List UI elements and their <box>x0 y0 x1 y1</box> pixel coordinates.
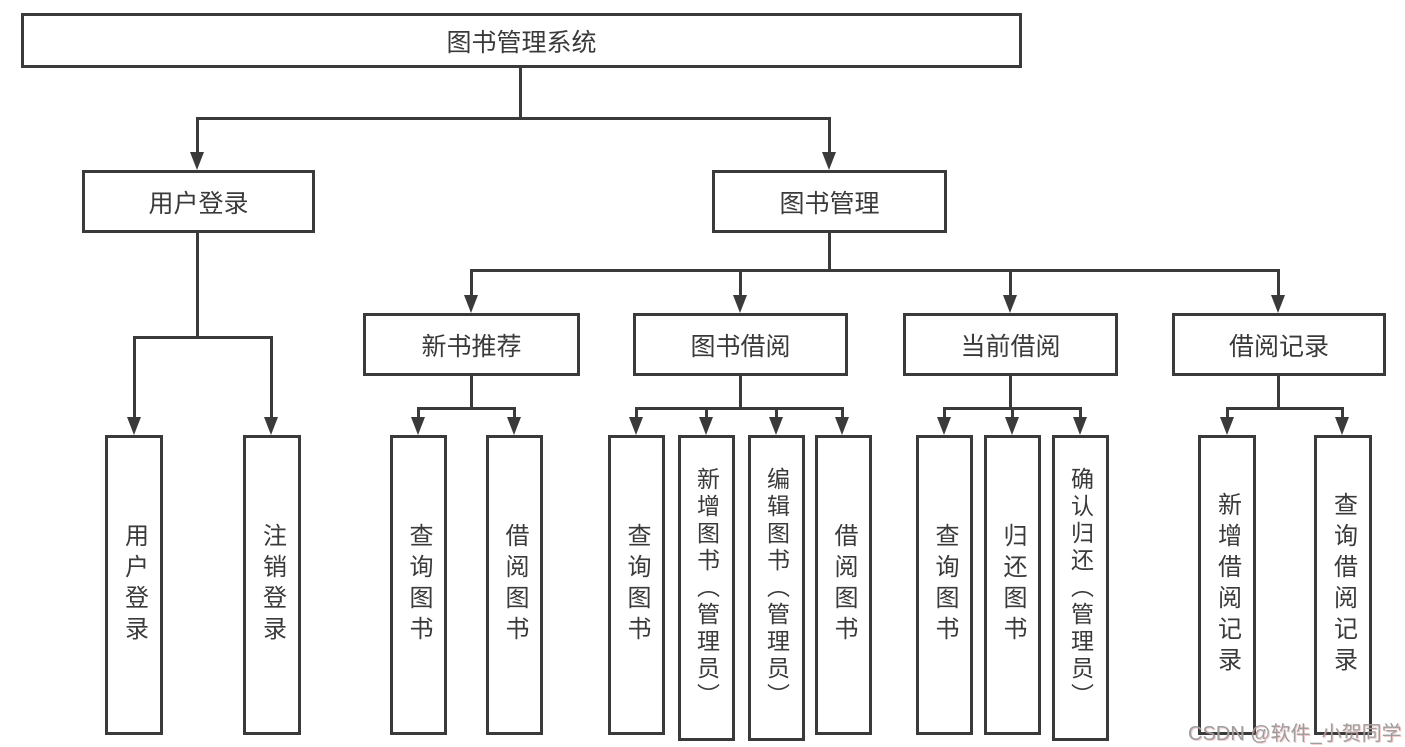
connector <box>133 336 136 417</box>
node-book-borrowing: 图书借阅 <box>633 313 848 376</box>
arrowhead <box>411 417 425 435</box>
leaf-borrowing-edit-books-admin: 编辑图书（管理员） <box>748 435 805 741</box>
arrowhead <box>822 152 836 170</box>
connector <box>270 336 273 417</box>
arrowhead <box>127 417 141 435</box>
arrowhead <box>733 295 747 313</box>
arrowhead <box>1271 295 1285 313</box>
connector <box>1226 407 1229 417</box>
node-book-management: 图书管理 <box>712 170 947 233</box>
connector <box>1079 407 1082 417</box>
connector <box>470 376 473 410</box>
arrowhead <box>1335 417 1349 435</box>
node-current-borrowing: 当前借阅 <box>903 313 1118 376</box>
arrowhead <box>1073 417 1087 435</box>
leaf-user-login: 用户登录 <box>105 435 163 735</box>
arrowhead <box>629 417 643 435</box>
connector <box>1226 407 1344 410</box>
node-library-management-system: 图书管理系统 <box>21 13 1022 68</box>
arrowhead <box>937 417 951 435</box>
node-user-login: 用户登录 <box>82 170 315 233</box>
leaf-records-add-record: 新增借阅记录 <box>1198 435 1256 735</box>
connector <box>635 407 638 417</box>
connector <box>739 269 742 295</box>
csdn-watermark: CSDN @软件_小贺同学 <box>1188 723 1402 745</box>
leaf-current-return-books: 归还图书 <box>984 435 1041 735</box>
connector <box>1009 376 1012 410</box>
connector <box>513 407 516 417</box>
arrowhead <box>264 417 278 435</box>
connector <box>417 407 516 410</box>
arrowhead <box>1220 417 1234 435</box>
connector <box>635 407 844 410</box>
connector <box>470 269 1280 272</box>
connector <box>1009 269 1012 295</box>
leaf-records-query-record: 查询借阅记录 <box>1314 435 1372 735</box>
arrowhead <box>507 417 521 435</box>
connector <box>775 407 778 417</box>
arrowhead <box>1003 295 1017 313</box>
connector <box>196 117 831 120</box>
connector <box>133 336 273 339</box>
connector <box>1341 407 1344 417</box>
arrowhead <box>699 417 713 435</box>
connector <box>828 233 831 271</box>
leaf-borrowing-add-books-admin: 新增图书（管理员） <box>678 435 735 741</box>
connector <box>1277 269 1280 295</box>
arrowhead <box>1005 417 1019 435</box>
arrowhead <box>769 417 783 435</box>
connector <box>1277 376 1280 410</box>
connector <box>196 117 199 152</box>
arrowhead <box>464 295 478 313</box>
connector <box>828 117 831 152</box>
connector <box>841 407 844 417</box>
leaf-current-confirm-return-admin: 确认归还（管理员） <box>1052 435 1109 741</box>
node-borrowing-records: 借阅记录 <box>1172 313 1386 376</box>
connector <box>1011 407 1014 417</box>
connector <box>196 233 199 339</box>
leaf-recommend-borrow-books: 借阅图书 <box>486 435 543 735</box>
connector <box>470 269 473 295</box>
node-new-book-recommendation: 新书推荐 <box>363 313 580 376</box>
leaf-borrowing-borrow-books: 借阅图书 <box>815 435 872 735</box>
connector <box>417 407 420 417</box>
connector <box>705 407 708 417</box>
leaf-recommend-query-books: 查询图书 <box>390 435 447 735</box>
leaf-logout: 注销登录 <box>243 435 301 735</box>
leaf-current-query-books: 查询图书 <box>916 435 973 735</box>
arrowhead <box>835 417 849 435</box>
connector <box>943 407 946 417</box>
connector <box>739 376 742 410</box>
arrowhead <box>190 152 204 170</box>
leaf-borrowing-query-books: 查询图书 <box>608 435 665 735</box>
connector <box>519 68 522 118</box>
